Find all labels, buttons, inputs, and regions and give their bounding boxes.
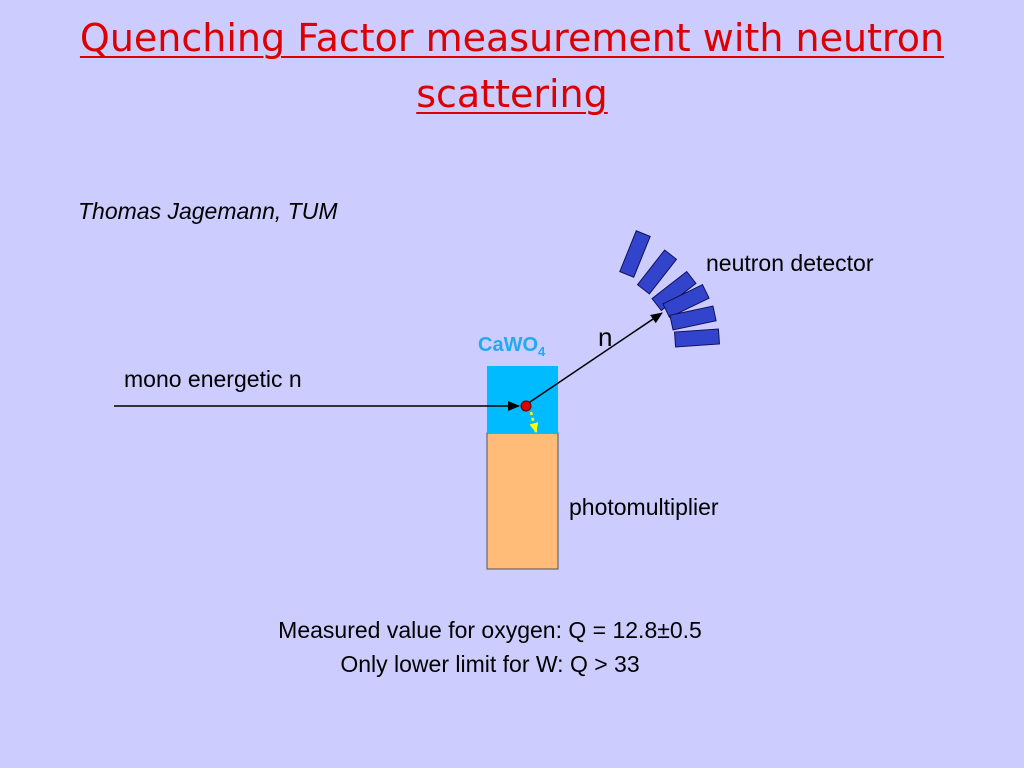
interaction-point xyxy=(520,400,532,412)
oxygen-result: Measured value for oxygen: Q = 12.8±0.5 xyxy=(278,617,702,643)
detector-bar xyxy=(619,230,651,278)
crystal-formula-subscript: 4 xyxy=(538,344,546,359)
detector-bar xyxy=(636,249,678,295)
scattered-neutron-label: n xyxy=(598,322,613,352)
crystal-formula: CaWO xyxy=(478,334,538,356)
neutron-detector-label: neutron detector xyxy=(706,250,874,276)
tungsten-result: Only lower limit for W: Q > 33 xyxy=(340,651,640,677)
detector-bar xyxy=(669,305,717,331)
photomultiplier-tube xyxy=(486,432,559,570)
cawo4-crystal xyxy=(487,366,558,433)
scattered-neutron-arrow xyxy=(526,312,663,405)
detector-bar xyxy=(673,328,721,348)
beam-label: mono energetic n xyxy=(124,366,302,392)
photomultiplier-label: photomultiplier xyxy=(569,494,719,520)
detector-bar xyxy=(662,283,710,319)
author-credit: Thomas Jagemann, TUM xyxy=(78,198,338,224)
neutron-detector-array xyxy=(619,230,721,348)
slide-title: Quenching Factor measurement with neutro… xyxy=(79,16,945,116)
crystal-label: CaWO4 xyxy=(478,334,545,359)
